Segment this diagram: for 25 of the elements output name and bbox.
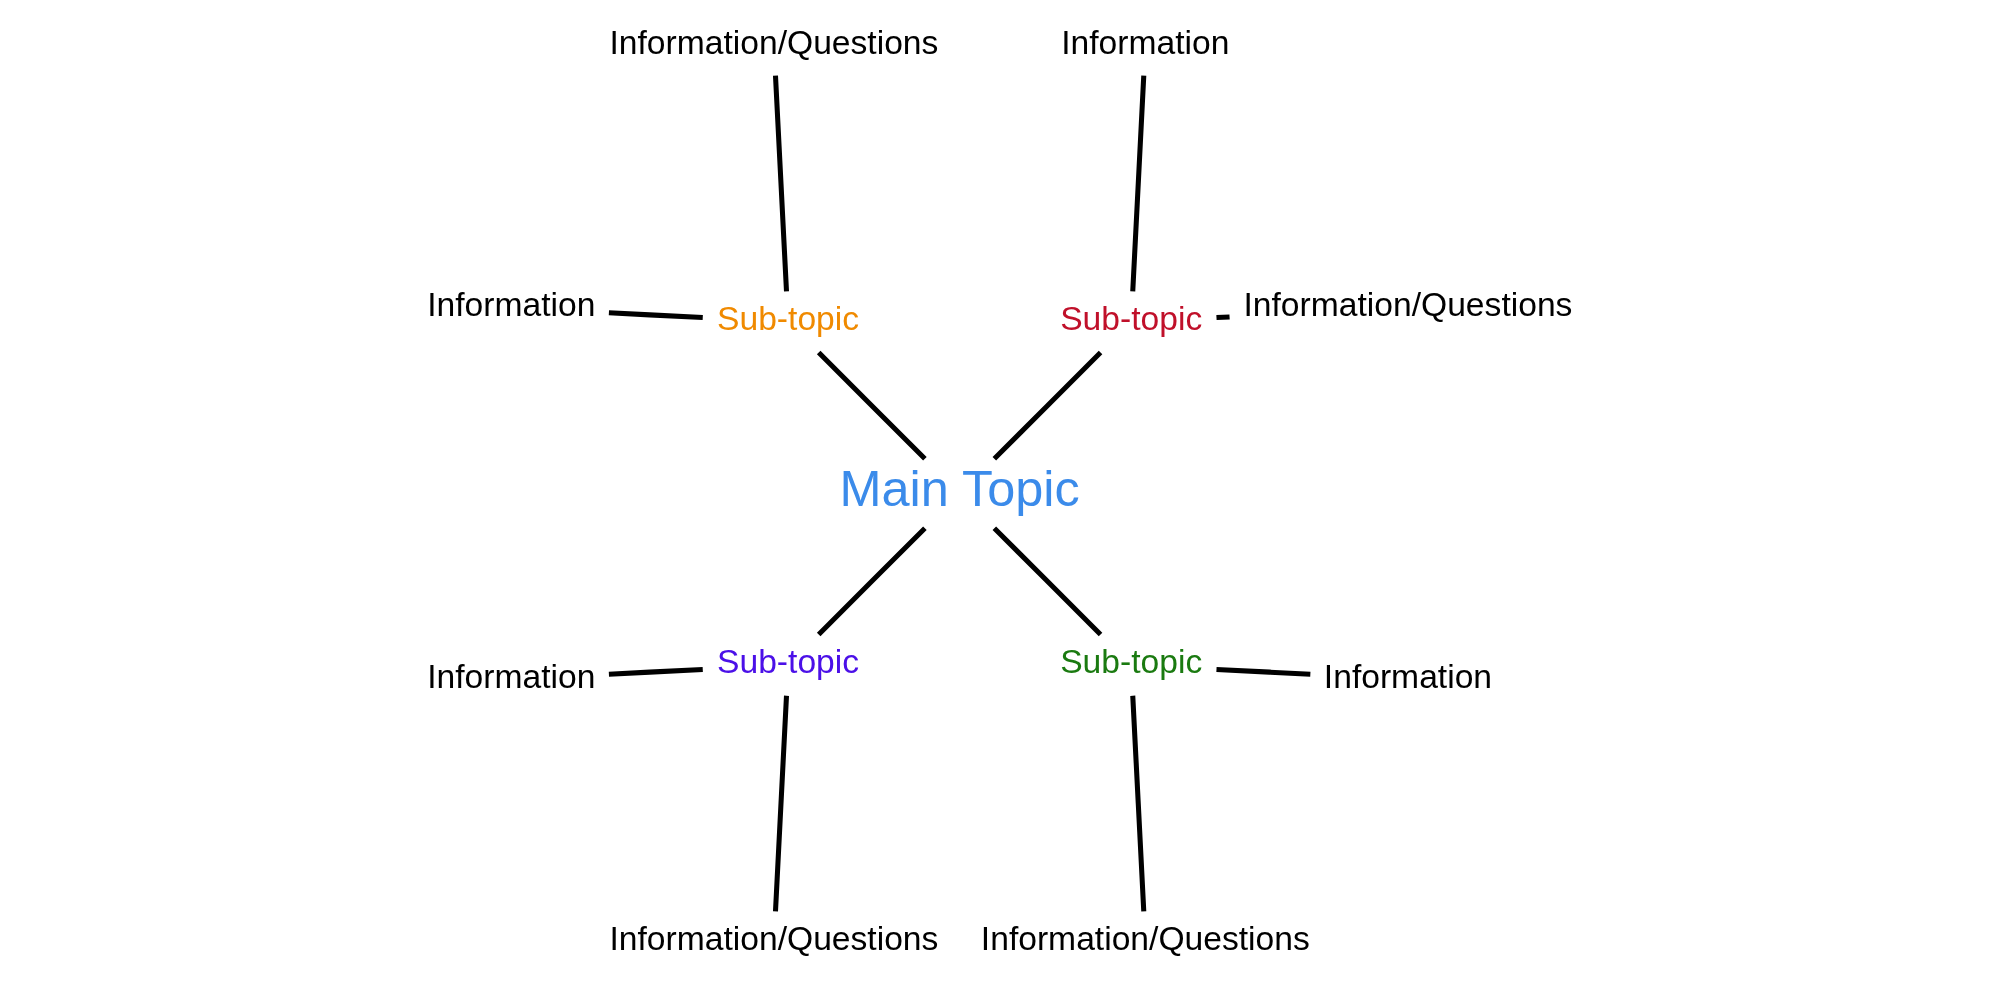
node-text: Information [426, 657, 595, 695]
connector [816, 350, 927, 461]
node-text: Information/Questions [608, 920, 938, 958]
connector [992, 350, 1102, 461]
connector [772, 75, 789, 292]
connector [772, 695, 789, 912]
node-text: Information/Questions [1242, 286, 1572, 324]
connector [608, 310, 703, 321]
connector [608, 666, 703, 677]
connector [1129, 75, 1146, 292]
node-text: Main Topic [838, 460, 1080, 518]
node-text: Sub-topic [716, 300, 859, 338]
connector [1129, 695, 1146, 912]
node-text: Information/Questions [980, 920, 1310, 958]
connector [1215, 314, 1230, 321]
node-text: Sub-topic [716, 643, 859, 681]
connector [816, 526, 927, 637]
node-text: Information/Questions [608, 23, 938, 61]
connector [1215, 666, 1310, 677]
node-text: Sub-topic [1059, 300, 1202, 338]
node-text: Sub-topic [1059, 643, 1202, 681]
node-text: Information [1060, 23, 1229, 61]
node-text: Information [426, 286, 595, 324]
node-text: Information [1323, 657, 1492, 695]
connector [992, 526, 1102, 637]
